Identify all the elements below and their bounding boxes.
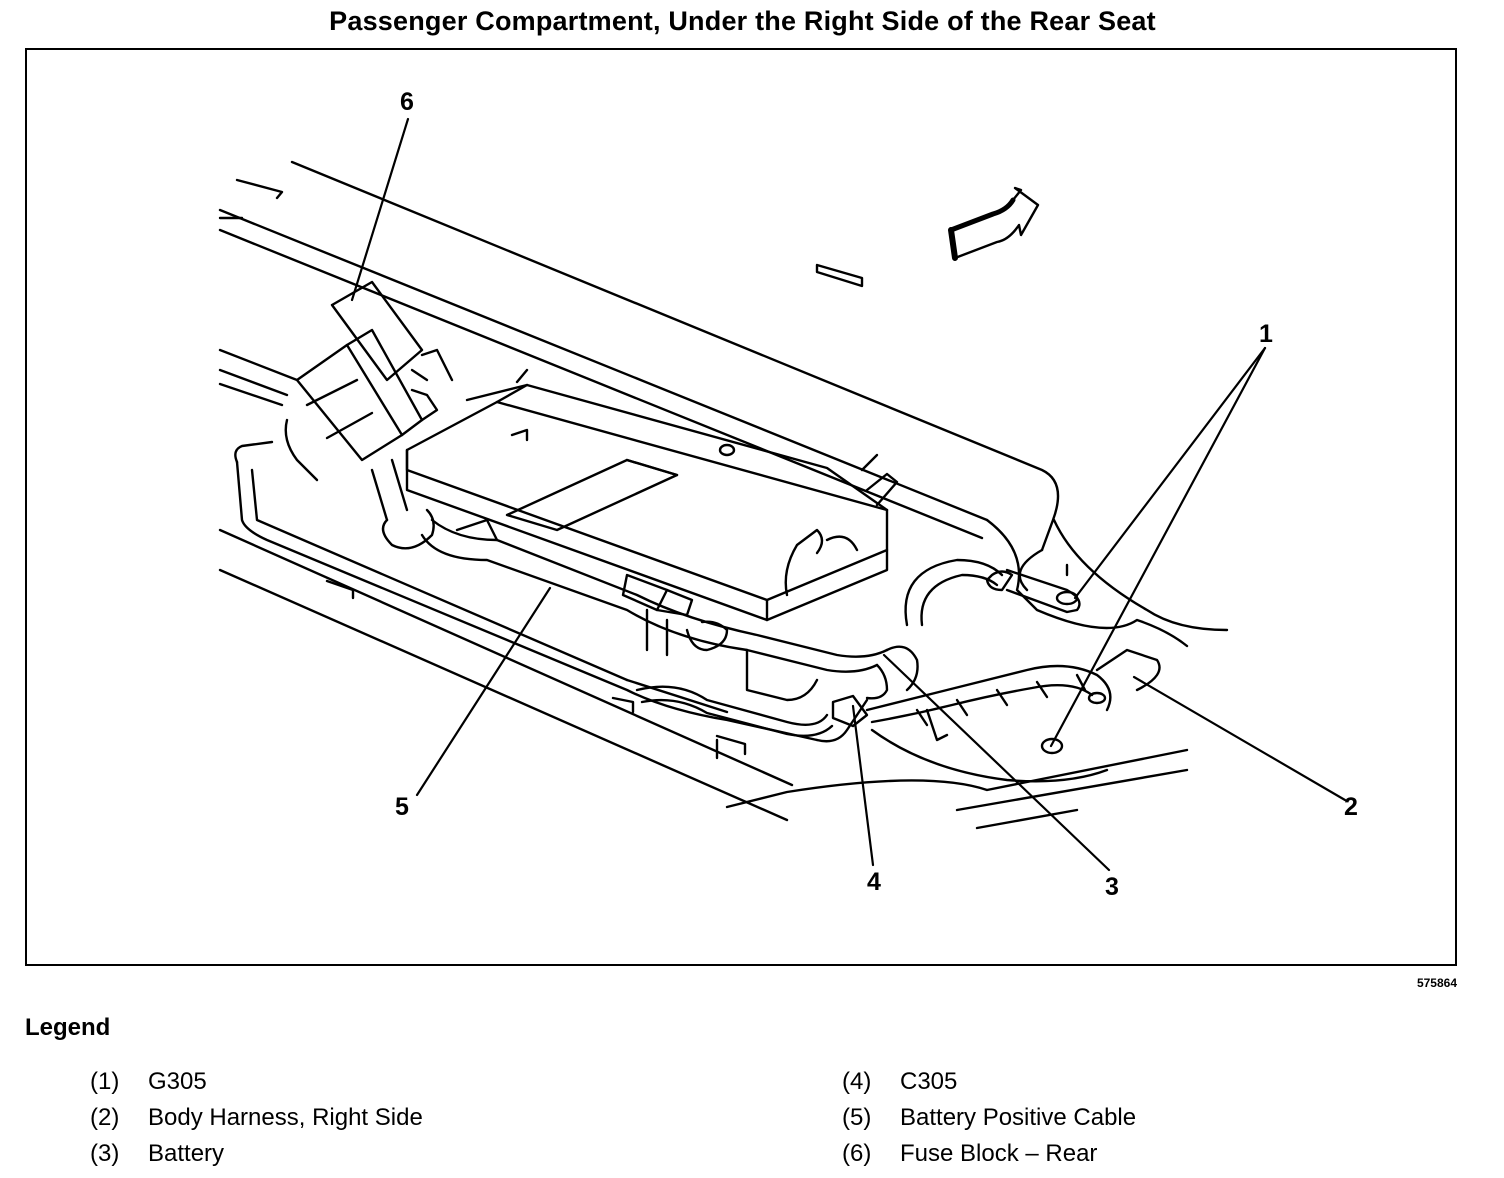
legend-heading: Legend [25,1014,111,1041]
g305-ground-drawing [904,558,1081,755]
fuse-block-drawing [284,280,454,522]
legend-label: Fuse Block – Rear [900,1140,1098,1167]
legend-label: Battery [148,1140,225,1167]
legend-item: (1) G305 [90,1064,423,1100]
callout-6: 6 [400,88,414,116]
figure-id: 575864 [1416,976,1457,990]
battery-tray-drawing [234,440,869,743]
battery-positive-cable-drawing [381,508,919,702]
legend-label: Body Harness, Right Side [148,1104,423,1131]
legend-column-right: (4) C305 (5) Battery Positive Cable (6) Fus… [842,1064,1136,1172]
leader-lines [350,117,1347,872]
legend-label: C305 [900,1068,958,1095]
legend-item: (5) Battery Positive Cable [842,1100,1136,1136]
callout-3: 3 [1105,873,1119,901]
callout-4: 4 [867,868,881,896]
body-harness-drawing [635,648,1161,783]
callout-2: 2 [1344,793,1358,821]
callout-1: 1 [1259,320,1273,348]
legend-label: Battery Positive Cable [900,1104,1137,1131]
legend-number: (2) [90,1104,120,1131]
battery-drawing [405,368,899,622]
legend-item: (2) Body Harness, Right Side [90,1100,423,1136]
forward-direction-arrow-icon [948,186,1040,261]
legend-number: (5) [842,1104,872,1131]
legend-label: G305 [148,1068,207,1095]
legend-number: (4) [842,1068,872,1095]
legend-item: (6) Fuse Block – Rear [842,1136,1136,1172]
diagram-title: Passenger Compartment, Under the Right S… [329,6,1156,36]
legend-column-left: (1) G305 (2) Body Harness, Right Side (3) B… [90,1064,423,1172]
legend-item: (3) Battery [90,1136,423,1172]
component-illustration: 6 1 2 3 4 5 [218,88,1358,901]
diagram-frame: 6 1 2 3 4 5 [25,48,1457,966]
floor-pan-drawing [218,160,1229,830]
callout-5: 5 [395,793,409,821]
legend-item: (4) C305 [842,1064,1136,1100]
legend-number: (1) [90,1068,120,1095]
legend-number: (6) [842,1140,872,1167]
legend-number: (3) [90,1140,120,1167]
